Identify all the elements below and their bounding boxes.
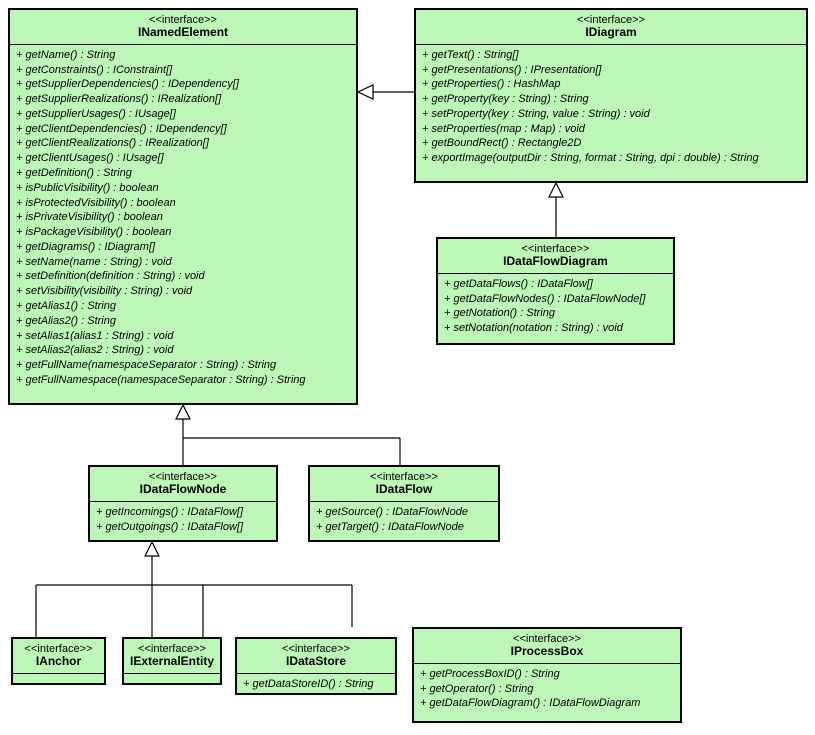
- member-row: + getDataFlowDiagram() : IDataFlowDiagra…: [420, 697, 641, 710]
- member-row: + setNotation(notation : String) : void: [444, 322, 623, 335]
- class-members-inamedelement: + getName() : String + getConstraints() …: [10, 45, 356, 391]
- member-row: + getIncomings() : IDataFlow[]: [96, 505, 244, 518]
- class-name: IDataFlowDiagram: [503, 254, 608, 269]
- member-row: + getSource() : IDataFlowNode: [316, 505, 468, 518]
- member-row: + setAlias1(alias1 : String) : void: [16, 329, 174, 342]
- class-name: IProcessBox: [510, 644, 584, 659]
- class-header-iexternalentity: <<interface>> IExternalEntity: [124, 639, 220, 674]
- member-row: + getText() : String[]: [422, 48, 519, 61]
- member-row: + getAlias2() : String: [16, 314, 116, 327]
- member-row: + getName() : String: [16, 48, 116, 61]
- class-header-idataflow: <<interface>> IDataFlow: [310, 467, 498, 502]
- member-row: + isPrivateVisibility() : boolean: [16, 211, 163, 224]
- member-row: + getClientDependencies() : IDependency[…: [16, 122, 227, 135]
- class-box-iprocessbox[interactable]: <<interface>> IProcessBox + getProcessBo…: [412, 627, 682, 723]
- member-row: + exportImage(outputDir : String, format…: [422, 152, 759, 165]
- member-row: + getFullNamespace(namespaceSeparator : …: [16, 373, 306, 386]
- member-row: + setProperties(map : Map) : void: [422, 122, 585, 135]
- class-stereotype: <<interface>>: [513, 633, 581, 645]
- member-row: + getProperties() : HashMap: [422, 78, 561, 91]
- class-stereotype: <<interface>>: [282, 643, 350, 655]
- member-row: + getBoundRect() : Rectangle2D: [422, 137, 582, 150]
- class-members-iprocessbox: + getProcessBoxID() : String + getOperat…: [414, 664, 680, 714]
- member-row: + getDataStoreID() : String: [243, 677, 374, 690]
- member-row: + getOutgoings() : IDataFlow[]: [96, 520, 244, 533]
- member-row: + getOperator() : String: [420, 682, 534, 695]
- member-row: + isProtectedVisibility() : boolean: [16, 196, 176, 209]
- generalization-idataflowdiagram-to-idiagram: [548, 181, 564, 237]
- member-row: + getClientRealizations() : IRealization…: [16, 137, 209, 150]
- member-row: + getSupplierRealizations() : IRealizati…: [16, 93, 222, 106]
- class-name: IExternalEntity: [129, 654, 215, 669]
- class-header-ianchor: <<interface>> IAnchor: [13, 639, 104, 674]
- generalization-tree-to-idataflownode: [35, 540, 353, 637]
- class-box-iexternalentity[interactable]: <<interface>> IExternalEntity: [122, 637, 222, 685]
- member-row: + getClientUsages() : IUsage[]: [16, 152, 164, 165]
- class-name: IAnchor: [35, 654, 82, 669]
- class-header-idatastore: <<interface>> IDataStore: [237, 639, 395, 674]
- member-row: + getDiagrams() : IDiagram[]: [16, 240, 156, 253]
- member-row: + setVisibility(visibility : String) : v…: [16, 285, 193, 298]
- class-members-iexternalentity: [124, 674, 220, 683]
- class-box-ianchor[interactable]: <<interface>> IAnchor: [11, 637, 106, 685]
- member-row: + getAlias1() : String: [16, 300, 116, 313]
- class-header-idataflowdiagram: <<interface>> IDataFlowDiagram: [438, 239, 673, 274]
- member-row: + getDataFlowNodes() : IDataFlowNode[]: [444, 292, 646, 305]
- member-row: + getFullName(namespaceSeparator : Strin…: [16, 359, 277, 372]
- member-row: + getDataFlows() : IDataFlow[]: [444, 277, 593, 290]
- member-row: + isPackageVisibility() : boolean: [16, 226, 172, 239]
- class-members-idataflowdiagram: + getDataFlows() : IDataFlow[] + getData…: [438, 274, 673, 339]
- class-header-idiagram: <<interface>> IDiagram: [416, 10, 806, 45]
- class-box-idataflow[interactable]: <<interface>> IDataFlow + getSource() : …: [308, 465, 500, 542]
- member-row: + isPublicVisibility() : boolean: [16, 181, 159, 194]
- class-box-idataflowdiagram[interactable]: <<interface>> IDataFlowDiagram + getData…: [436, 237, 675, 345]
- class-name: IDiagram: [585, 25, 637, 40]
- class-name: IDataStore: [285, 654, 347, 669]
- class-box-inamedelement[interactable]: <<interface>> INamedElement + getName() …: [8, 8, 358, 405]
- class-stereotype: <<interface>>: [577, 14, 645, 26]
- member-row: + setAlias2(alias2 : String) : void: [16, 344, 174, 357]
- class-stereotype: <<interface>>: [24, 643, 93, 655]
- member-row: + getDefinition() : String: [16, 167, 132, 179]
- generalization-tree-to-inamedelement: [175, 403, 401, 465]
- generalization-idiagram-to-inamedelement: [356, 84, 414, 100]
- class-members-idataflow: + getSource() : IDataFlowNode + getTarge…: [310, 502, 498, 538]
- class-members-idatastore: + getDataStoreID() : String: [237, 674, 395, 695]
- class-name: IDataFlowNode: [139, 482, 227, 497]
- class-name: INamedElement: [137, 25, 229, 40]
- class-box-idiagram[interactable]: <<interface>> IDiagram + getText() : Str…: [414, 8, 808, 183]
- member-row: + getPresentations() : IPresentation[]: [422, 63, 602, 76]
- class-box-idatastore[interactable]: <<interface>> IDataStore + getDataStoreI…: [235, 637, 397, 695]
- member-row: + getProperty(key : String) : String: [422, 93, 589, 106]
- class-members-idiagram: + getText() : String[] + getPresentation…: [416, 45, 806, 169]
- member-row: + getProcessBoxID() : String: [420, 667, 560, 680]
- class-header-iprocessbox: <<interface>> IProcessBox: [414, 629, 680, 664]
- class-header-idataflownode: <<interface>> IDataFlowNode: [90, 467, 276, 502]
- class-header-inamedelement: <<interface>> INamedElement: [10, 10, 356, 45]
- member-row: + setName(name : String) : void: [16, 255, 172, 268]
- member-row: + setProperty(key : String, value : Stri…: [422, 107, 650, 120]
- member-row: + getSupplierUsages() : IUsage[]: [16, 107, 176, 120]
- member-row: + setDefinition(definition : String) : v…: [16, 270, 205, 283]
- member-row: + getConstraints() : IConstraint[]: [16, 63, 173, 76]
- class-stereotype: <<interface>>: [138, 643, 206, 655]
- class-stereotype: <<interface>>: [149, 14, 217, 26]
- class-members-ianchor: [13, 674, 104, 683]
- class-stereotype: <<interface>>: [521, 243, 590, 255]
- class-stereotype: <<interface>>: [370, 471, 438, 483]
- class-stereotype: <<interface>>: [149, 471, 217, 483]
- member-row: + getSupplierDependencies() : IDependenc…: [16, 78, 239, 91]
- member-row: + getNotation() : String: [444, 307, 555, 320]
- member-row: + getTarget() : IDataFlowNode: [316, 520, 464, 533]
- class-name: IDataFlow: [375, 482, 433, 497]
- class-members-idataflownode: + getIncomings() : IDataFlow[] + getOutg…: [90, 502, 276, 538]
- class-box-idataflownode[interactable]: <<interface>> IDataFlowNode + getIncomin…: [88, 465, 278, 542]
